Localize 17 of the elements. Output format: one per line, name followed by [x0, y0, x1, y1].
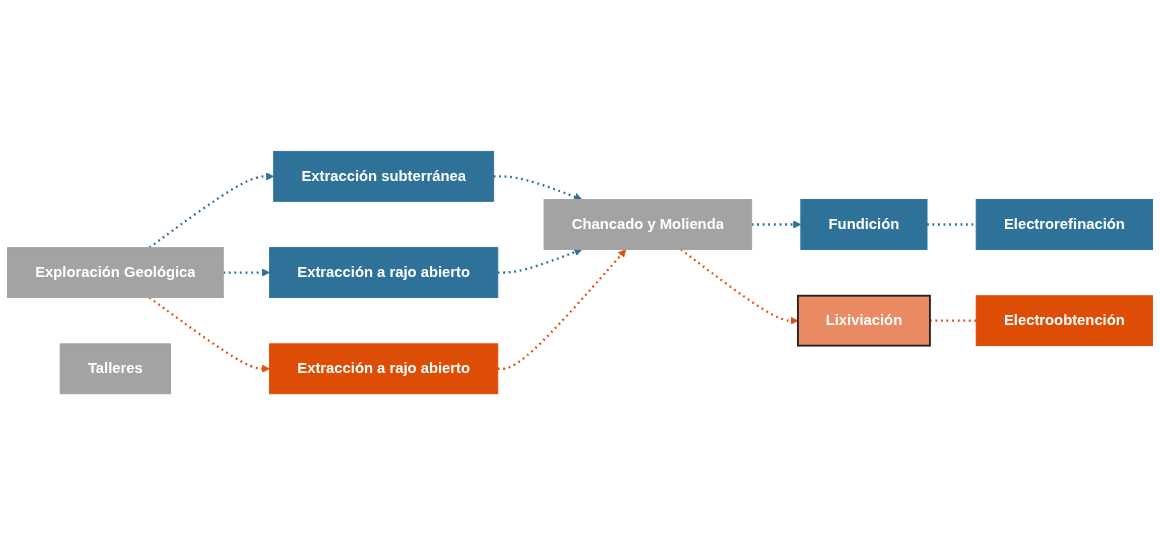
- node-box: Exploración Geológica: [6, 247, 224, 299]
- arrow: [148, 297, 270, 374]
- node-box: Extracción a rajo abierto: [269, 247, 499, 299]
- node-box: Extracción a rajo abierto: [269, 343, 499, 395]
- connector: [929, 319, 977, 323]
- arrow: [148, 172, 274, 249]
- arrow: [497, 248, 583, 275]
- arrow: [751, 220, 802, 229]
- node-box: Electrorefinación: [975, 199, 1154, 251]
- node-box: Extracción subterránea: [273, 151, 495, 203]
- arrow: [497, 249, 627, 371]
- node-box: Electroobtención: [975, 295, 1154, 347]
- node-box: Chancado y Molienda: [543, 199, 753, 251]
- arrow: [223, 268, 270, 278]
- node-box: Lixiviación: [797, 295, 931, 347]
- node-box: Talleres: [59, 343, 171, 395]
- node-box: Fundición: [800, 199, 928, 251]
